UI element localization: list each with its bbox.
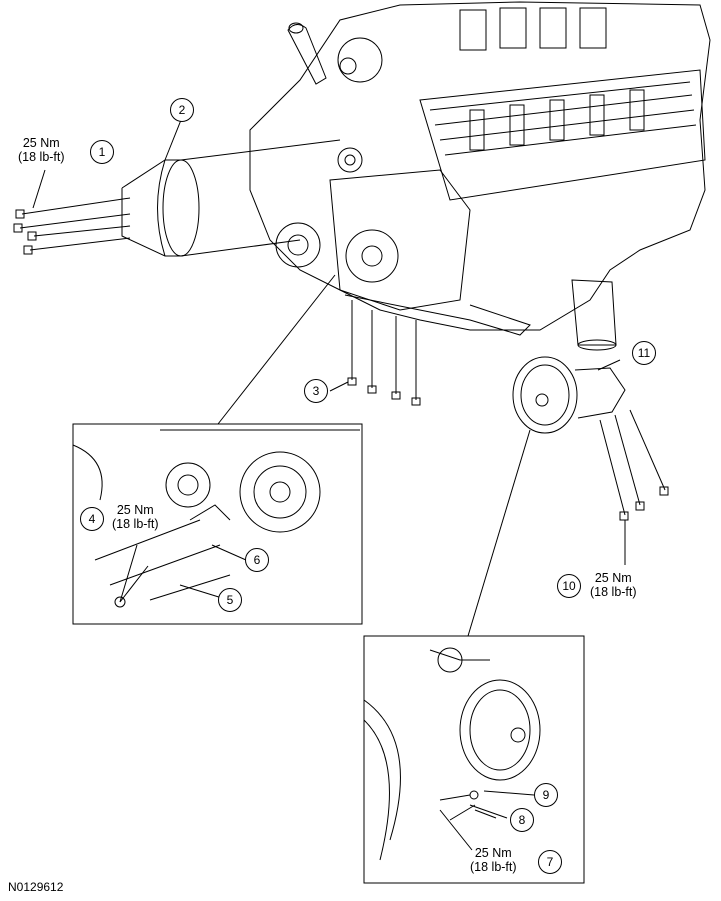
engine-block [249, 1, 711, 351]
shield-bolts [13, 197, 131, 255]
pulley-shield [121, 139, 341, 257]
torque-lbft: (18 lb-ft) [112, 517, 159, 531]
torque-label-10: 25 Nm (18 lb-ft) [590, 571, 637, 599]
callout-1: 1 [90, 140, 114, 164]
callout-2: 2 [170, 98, 194, 122]
detail-inset-ac-compressor [72, 274, 363, 625]
power-steering-pump [512, 356, 669, 521]
torque-nm: 25 Nm [594, 571, 632, 585]
callout-7: 7 [538, 850, 562, 874]
torque-label-4: 25 Nm (18 lb-ft) [112, 503, 159, 531]
torque-lbft: (18 lb-ft) [18, 150, 65, 164]
callout-8: 8 [510, 808, 534, 832]
torque-lbft: (18 lb-ft) [590, 585, 637, 599]
callout-9: 9 [534, 783, 558, 807]
torque-label-7: 25 Nm (18 lb-ft) [470, 846, 517, 874]
lower-bolts [347, 300, 421, 406]
torque-lbft: (18 lb-ft) [470, 860, 517, 874]
torque-nm: 25 Nm [116, 503, 154, 517]
torque-nm: 25 Nm [474, 846, 512, 860]
callout-3: 3 [304, 379, 328, 403]
callout-11: 11 [632, 341, 656, 365]
torque-label-1: 25 Nm (18 lb-ft) [18, 136, 65, 164]
leader-lines [32, 119, 626, 819]
detail-inset-steering-pump [363, 429, 585, 884]
callout-6: 6 [245, 548, 269, 572]
callout-5: 5 [218, 588, 242, 612]
callout-10: 10 [557, 574, 581, 598]
torque-nm: 25 Nm [22, 136, 60, 150]
figure-id: N0129612 [8, 880, 64, 894]
callout-4: 4 [80, 507, 104, 531]
